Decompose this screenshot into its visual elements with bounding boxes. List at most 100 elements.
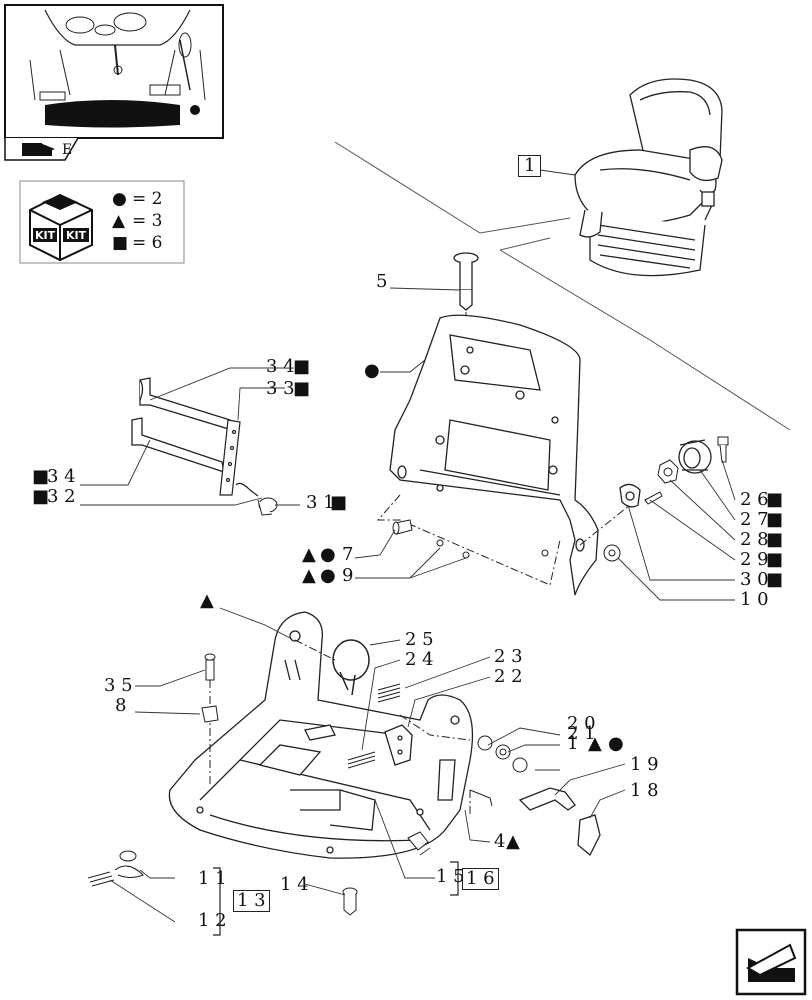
- callout-1[interactable]: 1: [518, 155, 542, 177]
- callout-28[interactable]: 2 8: [740, 529, 769, 550]
- part-24-spring[interactable]: [347, 751, 376, 769]
- kit-legend-box: [19, 180, 185, 264]
- part-4-pin[interactable]: [469, 789, 493, 807]
- callout-9[interactable]: 9: [342, 565, 354, 586]
- callout-5[interactable]: 5: [376, 271, 388, 292]
- callout-27-square: ■: [766, 509, 784, 530]
- part-23-spring[interactable]: [377, 683, 401, 703]
- callout-19[interactable]: 1 9: [630, 754, 659, 775]
- callout-1-lower[interactable]: 1: [567, 733, 579, 754]
- callout-30-square: ■: [766, 569, 784, 590]
- callout-7-triangle: ▲: [302, 544, 316, 565]
- callout-18[interactable]: 1 8: [630, 780, 659, 801]
- callout-34-top[interactable]: 3 4: [266, 356, 295, 377]
- callout-31[interactable]: 3 1: [306, 492, 335, 513]
- part-26-bolt[interactable]: [717, 436, 729, 463]
- callout-21[interactable]: 2 1: [567, 723, 596, 744]
- callout-1-lower-circle: ●: [608, 733, 624, 754]
- callout-9-circle: ●: [320, 565, 336, 586]
- base-axis: [209, 639, 471, 815]
- part-29-pin[interactable]: [644, 491, 663, 505]
- part-11-knob[interactable]: [114, 850, 144, 878]
- next-page-arrow-icon[interactable]: [735, 928, 807, 996]
- backrest-frame[interactable]: [389, 314, 599, 596]
- part-8-clip[interactable]: [201, 705, 219, 723]
- callout-13[interactable]: 1 3: [233, 890, 270, 912]
- part-16-clip[interactable]: [407, 831, 429, 851]
- section-tab: [4, 137, 79, 161]
- group-brackets: [213, 861, 459, 936]
- callout-33-square: ■: [293, 378, 311, 399]
- part-30-bracket[interactable]: [619, 483, 641, 508]
- callout-4[interactable]: 4: [494, 831, 506, 852]
- callout-12[interactable]: 1 2: [198, 910, 227, 931]
- legend-square-value: = 6: [132, 233, 163, 253]
- callout-20[interactable]: 2 0: [567, 713, 596, 734]
- backrest-axis: [376, 494, 631, 586]
- callout-16[interactable]: 1 6: [462, 868, 499, 890]
- callout-32[interactable]: 3 2: [47, 486, 76, 507]
- callout-34-square: ■: [32, 466, 50, 487]
- callout-11[interactable]: 1 1: [198, 868, 227, 889]
- legend-triangle-symbol: ▲: [112, 211, 126, 231]
- callout-34-top-square: ■: [293, 356, 311, 377]
- part-35-stud[interactable]: [204, 653, 216, 681]
- callout-15[interactable]: 1 5: [436, 866, 465, 887]
- callout-26-square: ■: [766, 489, 784, 510]
- callout-4-triangle: ▲: [506, 831, 520, 852]
- legend-triangle-value: = 3: [132, 211, 163, 231]
- callout-triangle-marker: ▲: [200, 590, 214, 611]
- callout-35[interactable]: 3 5: [104, 675, 133, 696]
- callout-24[interactable]: 2 4: [405, 649, 434, 670]
- part-7-bushing[interactable]: [392, 519, 413, 535]
- callout-25[interactable]: 2 5: [405, 629, 434, 650]
- callout-30[interactable]: 3 0: [740, 569, 769, 590]
- legend-circle-symbol: ●: [112, 189, 127, 209]
- callout-10[interactable]: 1 0: [740, 589, 769, 610]
- part-5-bolt[interactable]: [453, 252, 479, 311]
- callout-26[interactable]: 2 6: [740, 489, 769, 510]
- part-20-washer[interactable]: [495, 744, 511, 760]
- part-10-washer[interactable]: [603, 544, 621, 562]
- part-21-washer[interactable]: [477, 735, 493, 751]
- part-22-bracket[interactable]: [384, 724, 413, 766]
- kit-label-right: KIT: [66, 229, 87, 242]
- reference-lines: [334, 141, 791, 431]
- legend-circle-value: = 2: [132, 189, 163, 209]
- kit-label-left: KIT: [35, 229, 56, 242]
- callout-32-square: ■: [32, 486, 50, 507]
- callout-29[interactable]: 2 9: [740, 549, 769, 570]
- seat-base-frame[interactable]: [168, 611, 474, 859]
- bracket-34-rail[interactable]: [219, 419, 259, 497]
- bracket-32[interactable]: [131, 417, 225, 473]
- legend-square-symbol: ■: [112, 233, 129, 253]
- part-12-spring[interactable]: [87, 871, 115, 887]
- callout-29-square: ■: [766, 549, 784, 570]
- callout-27[interactable]: 2 7: [740, 509, 769, 530]
- part-14-bolt[interactable]: [342, 887, 358, 916]
- callout-14[interactable]: 1 4: [280, 874, 309, 895]
- callout-7[interactable]: 7: [342, 544, 354, 565]
- part-28-nut[interactable]: [657, 459, 679, 484]
- callout-34[interactable]: 3 4: [47, 466, 76, 487]
- part-9-pin[interactable]: [436, 539, 549, 559]
- callout-8[interactable]: 8: [115, 695, 127, 716]
- callout-circle-marker: ●: [364, 360, 380, 381]
- part-18-handle[interactable]: [577, 814, 601, 857]
- part-25-spring-ring[interactable]: [332, 639, 370, 696]
- thumbnail-image[interactable]: [4, 4, 224, 139]
- callout-1-lower-triangle: ▲: [588, 733, 602, 754]
- seat-assembly[interactable]: [574, 78, 723, 277]
- part-1-cap[interactable]: [512, 757, 528, 773]
- callout-33[interactable]: 3 3: [266, 378, 295, 399]
- callout-31-square: ■: [330, 492, 348, 513]
- part-27-pulley[interactable]: [678, 439, 712, 474]
- part-19-lever[interactable]: [518, 787, 576, 811]
- callout-9-triangle: ▲: [302, 565, 316, 586]
- callout-28-square: ■: [766, 529, 784, 550]
- callout-22[interactable]: 2 2: [494, 666, 523, 687]
- part-31-knob[interactable]: [257, 497, 278, 516]
- callout-23[interactable]: 2 3: [494, 646, 523, 667]
